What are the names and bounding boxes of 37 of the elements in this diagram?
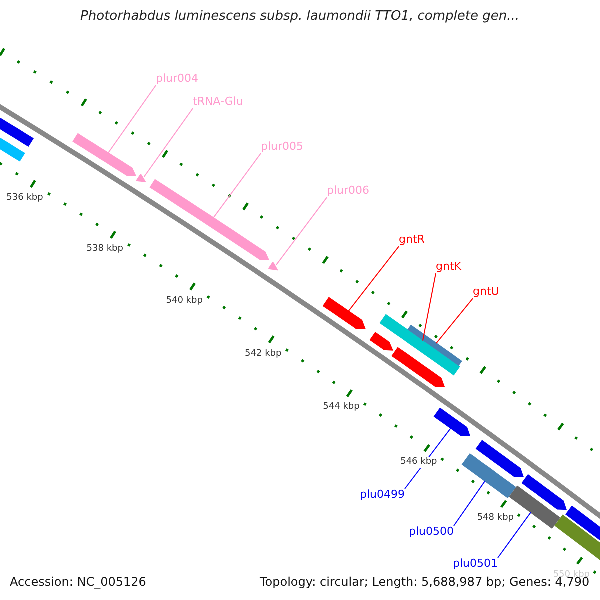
- gene-feature: [150, 179, 270, 260]
- gene-label: plur005: [261, 141, 304, 154]
- leader-line: [144, 108, 194, 178]
- leader-line: [276, 197, 328, 266]
- gene-feature: [72, 133, 137, 176]
- gene-label: gntR: [399, 234, 425, 247]
- leader-line: [422, 273, 436, 342]
- leader-line: [454, 480, 486, 526]
- gene-feature: [268, 262, 278, 271]
- gene-feature: [434, 408, 471, 436]
- leader-line: [348, 246, 400, 312]
- gene-label: plu0500: [409, 526, 454, 539]
- scale-label: 546 kbp: [400, 457, 438, 468]
- scale-label: 536 kbp: [6, 193, 44, 204]
- gene-feature: [380, 314, 460, 376]
- gene-label: gntK: [436, 261, 462, 274]
- gene-feature: [408, 324, 462, 366]
- leader-line: [108, 85, 156, 154]
- gene-feature: [136, 174, 146, 182]
- gene-label: tRNA-Glu: [193, 96, 244, 109]
- gene-label: plu0501: [453, 558, 498, 571]
- gene-label: plur006: [327, 185, 370, 198]
- title: Photorhabdus luminescens subsp. laumondii TTO1, complete gen...: [80, 10, 520, 25]
- gene-feature: [322, 297, 366, 330]
- leader-line: [213, 153, 262, 218]
- gene-label: gntU: [473, 286, 500, 299]
- scale-label: 548 kbp: [477, 513, 514, 524]
- leader-line: [436, 298, 474, 344]
- accession-text: Accession: NC_005126: [10, 576, 146, 590]
- gene-label: plur004: [156, 73, 199, 86]
- scale-label: 542 kbp: [245, 348, 282, 359]
- scale-label: 544 kbp: [323, 402, 360, 413]
- gene-label: plu0499: [360, 489, 406, 502]
- scale-label: 538 kbp: [86, 244, 124, 254]
- gene-feature: [462, 454, 516, 498]
- scale-label: 540 kbp: [166, 296, 203, 306]
- leader-line: [498, 512, 532, 558]
